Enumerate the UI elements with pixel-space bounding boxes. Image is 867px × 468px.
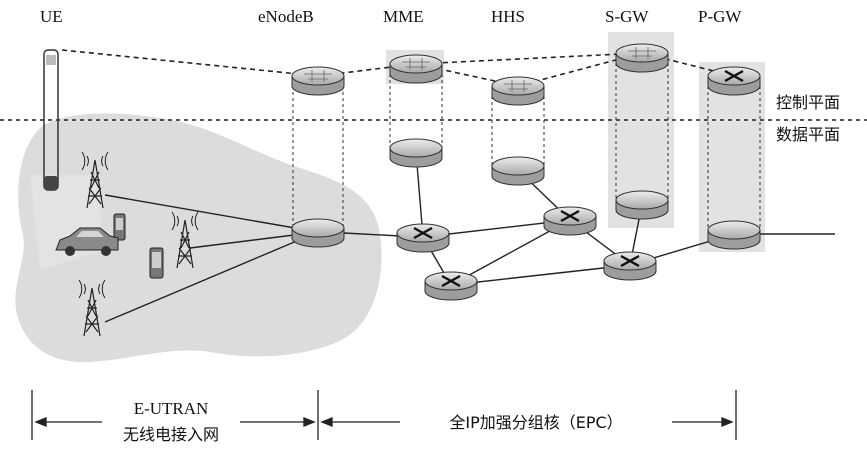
data-plane-label: 数据平面 — [776, 125, 840, 144]
radio-tower-icon — [78, 279, 106, 337]
control-signal-mme-sgw — [415, 52, 643, 65]
car-icon — [55, 227, 119, 256]
control-plane-label: 控制平面 — [776, 93, 840, 112]
pgw-control-switch — [707, 66, 761, 96]
enodeb-label: eNodeB — [258, 7, 314, 26]
hhs-data-router — [491, 156, 545, 186]
core-switch-2 — [543, 206, 597, 236]
hhs-label: HHS — [491, 7, 525, 26]
epc-label: 全IP加强分组核（EPC） — [449, 413, 622, 432]
mobile-phone-icon — [113, 213, 126, 241]
sgw-data-router — [615, 190, 669, 220]
ue-label: UE — [40, 7, 63, 26]
radio-access-area — [15, 113, 382, 363]
enodeb-control-router — [291, 66, 345, 96]
span-markers — [31, 390, 737, 440]
radio-tower-icon — [171, 211, 199, 269]
core-switch-3 — [424, 271, 478, 301]
core-switch-1 — [396, 223, 450, 253]
hhs-control-router — [491, 76, 545, 106]
sgw-control-router — [615, 43, 669, 73]
mme-label: MME — [383, 7, 424, 26]
mobile-phone-icon — [149, 247, 164, 279]
pgw-data-router — [707, 220, 761, 250]
pgw-label: P-GW — [698, 7, 742, 26]
enodeb-data-router — [291, 218, 345, 248]
mme-control-router — [389, 54, 443, 84]
radio-tower-icon — [81, 151, 109, 209]
eutran-subtitle: 无线电接入网 — [123, 425, 219, 444]
eutran-label: E-UTRAN — [134, 399, 209, 418]
ue-phone-icon — [43, 49, 59, 191]
vertical-drop-lines — [292, 57, 761, 232]
core-switch-4 — [603, 251, 657, 281]
sgw-label: S-GW — [605, 7, 649, 26]
mme-data-router — [389, 138, 443, 168]
